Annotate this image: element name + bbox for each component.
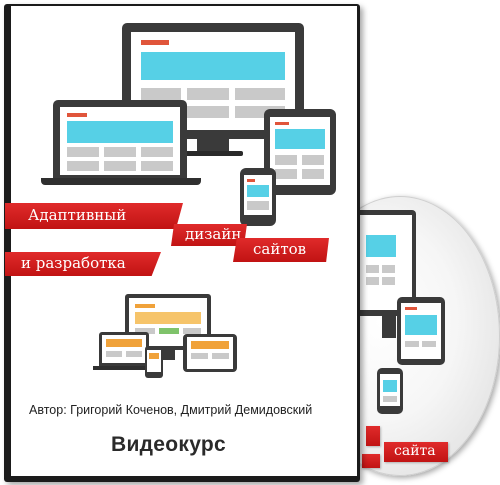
banner-development-text: и разработка bbox=[21, 254, 126, 272]
small-monitor-stand bbox=[161, 350, 175, 360]
laptop bbox=[53, 100, 187, 178]
disc-monitor-stand bbox=[382, 316, 396, 338]
disc-monitor bbox=[356, 210, 416, 316]
phone bbox=[240, 168, 276, 226]
banner-development: и разработка bbox=[5, 252, 161, 276]
desktop-monitor-base bbox=[183, 151, 243, 156]
disc-banner-top bbox=[366, 426, 380, 446]
banner-sites: сайтов bbox=[233, 238, 329, 262]
disc-tablet bbox=[397, 297, 445, 365]
disc-banner-bottom bbox=[362, 454, 380, 468]
small-phone bbox=[145, 346, 163, 378]
banner-adaptive-text: Адаптивный bbox=[28, 206, 127, 224]
disc-banner-label: сайта bbox=[384, 442, 448, 462]
small-laptop-base bbox=[93, 366, 155, 370]
desktop-monitor-stand bbox=[197, 139, 229, 153]
small-laptop bbox=[99, 332, 149, 366]
author-credit: Автор: Григорий Коченов, Дмитрий Демидов… bbox=[29, 403, 313, 417]
laptop-base bbox=[41, 178, 201, 185]
product-type: Видеокурс bbox=[111, 433, 227, 456]
banner-adaptive: Адаптивный bbox=[5, 203, 183, 229]
banner-sites-text: сайтов bbox=[253, 240, 307, 258]
small-tablet bbox=[183, 334, 237, 372]
disc-phone bbox=[377, 368, 403, 414]
banner-design: дизайн bbox=[171, 224, 247, 246]
disc-banner-text: сайта bbox=[394, 443, 436, 459]
tablet bbox=[264, 109, 336, 195]
dvd-cover: Адаптивный дизайн сайтов и разработка bbox=[5, 6, 357, 476]
banner-design-text: дизайн bbox=[185, 225, 242, 243]
